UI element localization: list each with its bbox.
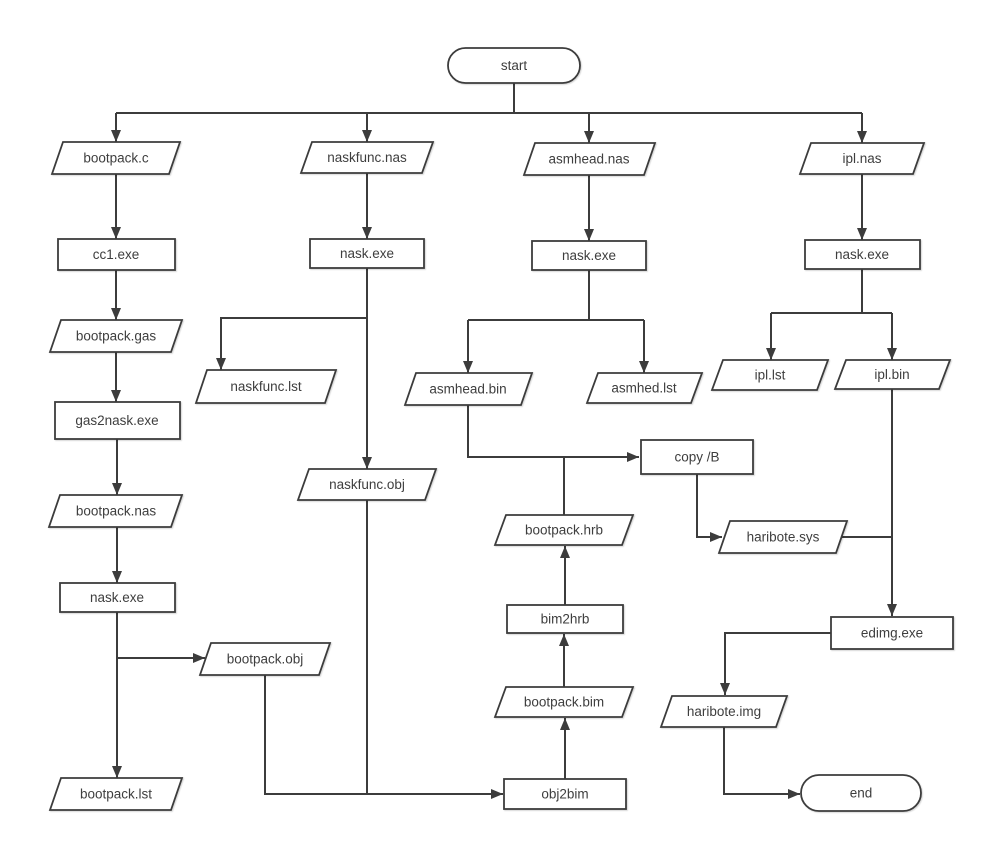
end-label: end <box>850 786 873 801</box>
edge-bootpack-obj-to-obj2bim <box>264 675 503 799</box>
node-bootpack-lst: bootpack.lst <box>48 777 184 811</box>
naskfunc-lst-label: naskfunc.lst <box>230 379 302 394</box>
node-obj2bim: obj2bim <box>503 778 627 810</box>
ipl-nas-parallelogram <box>798 142 926 175</box>
bootpack-lst-parallelogram <box>48 777 184 811</box>
edge-copy-b-to-haribote-sys <box>696 474 722 542</box>
nask-exe-2-rect <box>309 238 425 269</box>
naskfunc-nas-label: naskfunc.nas <box>327 150 407 165</box>
bootpack-hrb-parallelogram <box>493 514 635 546</box>
bootpack-obj-parallelogram <box>198 642 332 676</box>
bootpack-bim-label: bootpack.bim <box>524 695 604 710</box>
node-haribote-img: haribote.img <box>659 695 789 728</box>
nask-exe-1-rect <box>59 582 176 613</box>
asmhed-lst-label: asmhed.lst <box>611 381 677 396</box>
gas2nask-exe-rect <box>54 401 181 440</box>
edge-haribote-img-to-end <box>723 727 800 799</box>
bim2hrb-label: bim2hrb <box>541 612 590 627</box>
asmhead-nas-parallelogram <box>522 142 657 176</box>
naskfunc-lst-parallelogram <box>194 369 338 404</box>
bootpack-c-label: bootpack.c <box>83 151 149 166</box>
node-copy-b: copy /B <box>640 439 754 475</box>
obj2bim-rect <box>503 778 627 810</box>
ipl-bin-label: ipl.bin <box>874 367 909 382</box>
node-haribote-sys: haribote.sys <box>717 520 849 554</box>
edge-start-rail <box>116 83 862 114</box>
edimg-exe-label: edimg.exe <box>861 626 923 641</box>
node-asmhed-lst: asmhed.lst <box>585 372 704 404</box>
edimg-exe-rect <box>830 616 954 650</box>
bootpack-hrb-label: bootpack.hrb <box>525 523 603 538</box>
edge-edimg-exe-to-haribote-img <box>720 632 831 695</box>
nask-exe-4-label: nask.exe <box>835 247 889 262</box>
node-start: start <box>447 47 581 84</box>
haribote-sys-parallelogram <box>717 520 849 554</box>
cc1-exe-label: cc1.exe <box>93 247 140 262</box>
nask-exe-3-label: nask.exe <box>562 248 616 263</box>
node-asmhead-nas: asmhead.nas <box>522 142 657 176</box>
bootpack-nas-label: bootpack.nas <box>76 504 157 519</box>
node-nask-exe-1: nask.exe <box>59 582 176 613</box>
edge-nask-exe-2-to-naskfunc-lst <box>216 317 367 370</box>
copy-b-label: copy /B <box>674 450 719 465</box>
asmhead-bin-parallelogram <box>403 372 534 406</box>
node-cc1-exe: cc1.exe <box>57 238 176 271</box>
nask-exe-2-label: nask.exe <box>340 246 394 261</box>
asmhead-bin-label: asmhead.bin <box>429 382 506 397</box>
node-naskfunc-nas: naskfunc.nas <box>299 141 435 174</box>
ipl-nas-label: ipl.nas <box>842 151 881 166</box>
bootpack-nas-parallelogram <box>47 494 184 528</box>
naskfunc-nas-parallelogram <box>299 141 435 174</box>
node-ipl-bin: ipl.bin <box>833 359 952 390</box>
haribote-img-parallelogram <box>659 695 789 728</box>
ipl-bin-parallelogram <box>833 359 952 390</box>
node-bootpack-bim: bootpack.bim <box>493 686 635 718</box>
node-nask-exe-4: nask.exe <box>804 239 921 270</box>
bootpack-obj-label: bootpack.obj <box>227 652 304 667</box>
ipl-lst-label: ipl.lst <box>755 368 786 383</box>
bootpack-bim-parallelogram <box>493 686 635 718</box>
naskfunc-obj-label: naskfunc.obj <box>329 477 405 492</box>
node-ipl-lst: ipl.lst <box>710 359 830 391</box>
node-asmhead-bin: asmhead.bin <box>403 372 534 406</box>
start-label: start <box>501 58 528 73</box>
bootpack-lst-label: bootpack.lst <box>80 787 152 802</box>
copy-b-rect <box>640 439 754 475</box>
edges <box>111 83 897 799</box>
node-naskfunc-lst: naskfunc.lst <box>194 369 338 404</box>
bootpack-gas-parallelogram <box>48 319 184 353</box>
node-end: end <box>800 774 922 812</box>
bootpack-gas-label: bootpack.gas <box>76 329 157 344</box>
ipl-lst-parallelogram <box>710 359 830 391</box>
nask-exe-3-rect <box>531 240 647 271</box>
bootpack-c-parallelogram <box>50 141 182 175</box>
node-gas2nask-exe: gas2nask.exe <box>54 401 181 440</box>
node-nask-exe-2: nask.exe <box>309 238 425 269</box>
node-naskfunc-obj: naskfunc.obj <box>296 468 438 501</box>
nask-exe-1-label: nask.exe <box>90 590 144 605</box>
nask-exe-4-rect <box>804 239 921 270</box>
cc1-exe-rect <box>57 238 176 271</box>
node-bootpack-gas: bootpack.gas <box>48 319 184 353</box>
start-terminator-shape <box>447 47 581 84</box>
end-terminator-shape <box>800 774 922 812</box>
node-bootpack-c: bootpack.c <box>50 141 182 175</box>
node-bootpack-hrb: bootpack.hrb <box>493 514 635 546</box>
node-ipl-nas: ipl.nas <box>798 142 926 175</box>
node-edimg-exe: edimg.exe <box>830 616 954 650</box>
bim2hrb-rect <box>506 604 624 634</box>
naskfunc-obj-parallelogram <box>296 468 438 501</box>
node-bootpack-nas: bootpack.nas <box>47 494 184 528</box>
asmhead-nas-label: asmhead.nas <box>548 152 629 167</box>
node-bim2hrb: bim2hrb <box>506 604 624 634</box>
obj2bim-label: obj2bim <box>541 787 588 802</box>
node-nask-exe-3: nask.exe <box>531 240 647 271</box>
node-bootpack-obj: bootpack.obj <box>198 642 332 676</box>
haribote-sys-label: haribote.sys <box>747 530 820 545</box>
haribote-img-label: haribote.img <box>687 704 761 719</box>
edge-asmhead-bin-to-copy-b <box>467 405 639 462</box>
asmhed-lst-parallelogram <box>585 372 704 404</box>
gas2nask-exe-label: gas2nask.exe <box>75 413 158 428</box>
